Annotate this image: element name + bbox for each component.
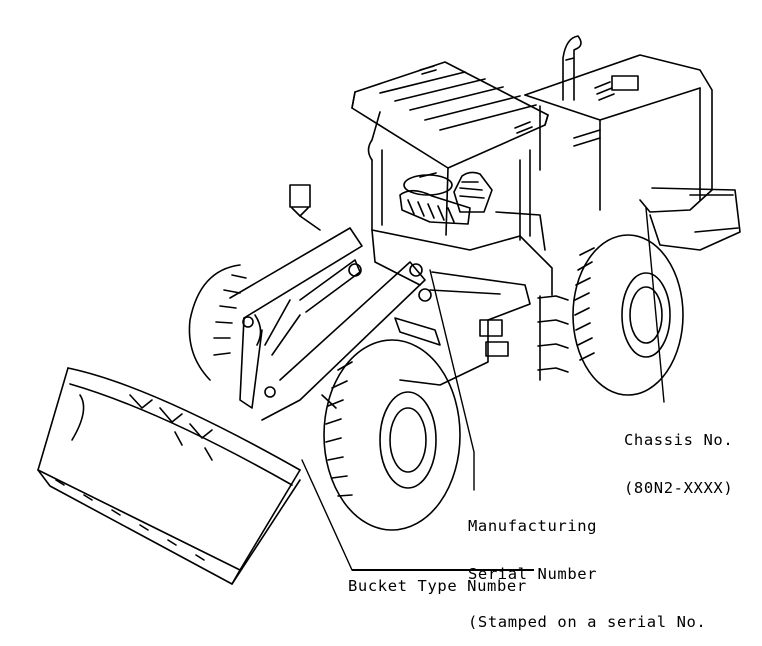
chassis-label-line1: Chassis No. [624,431,734,449]
wheel-loader-illustration [37,35,741,585]
access-ladder [537,295,569,381]
work-light [289,184,321,231]
callout-leaders [301,207,665,571]
mfg-label-line1: Manufacturing [468,517,598,535]
exhaust-stack [562,35,582,101]
rear-tire [572,234,684,396]
operator-seat [399,171,493,225]
bucket [37,367,301,585]
mfg-label-line3: (Stamped on a serial No. [468,613,707,631]
chassis-label-line2: (80N2-XXXX) [624,479,734,497]
front-right-tire [323,339,461,531]
engine-hood [524,54,713,213]
bucket-type-number-label: Bucket Type Number [348,546,527,610]
bucket-label-underline [352,569,534,571]
lift-arms [229,227,432,421]
counterweight [649,187,741,251]
front-left-tire [188,264,247,381]
chassis-number-label: Chassis No. (80N2-XXXX) [624,400,733,512]
canopy-roof [351,61,549,169]
front-frame [371,229,553,386]
bucket-label-text: Bucket Type Number [348,577,527,595]
